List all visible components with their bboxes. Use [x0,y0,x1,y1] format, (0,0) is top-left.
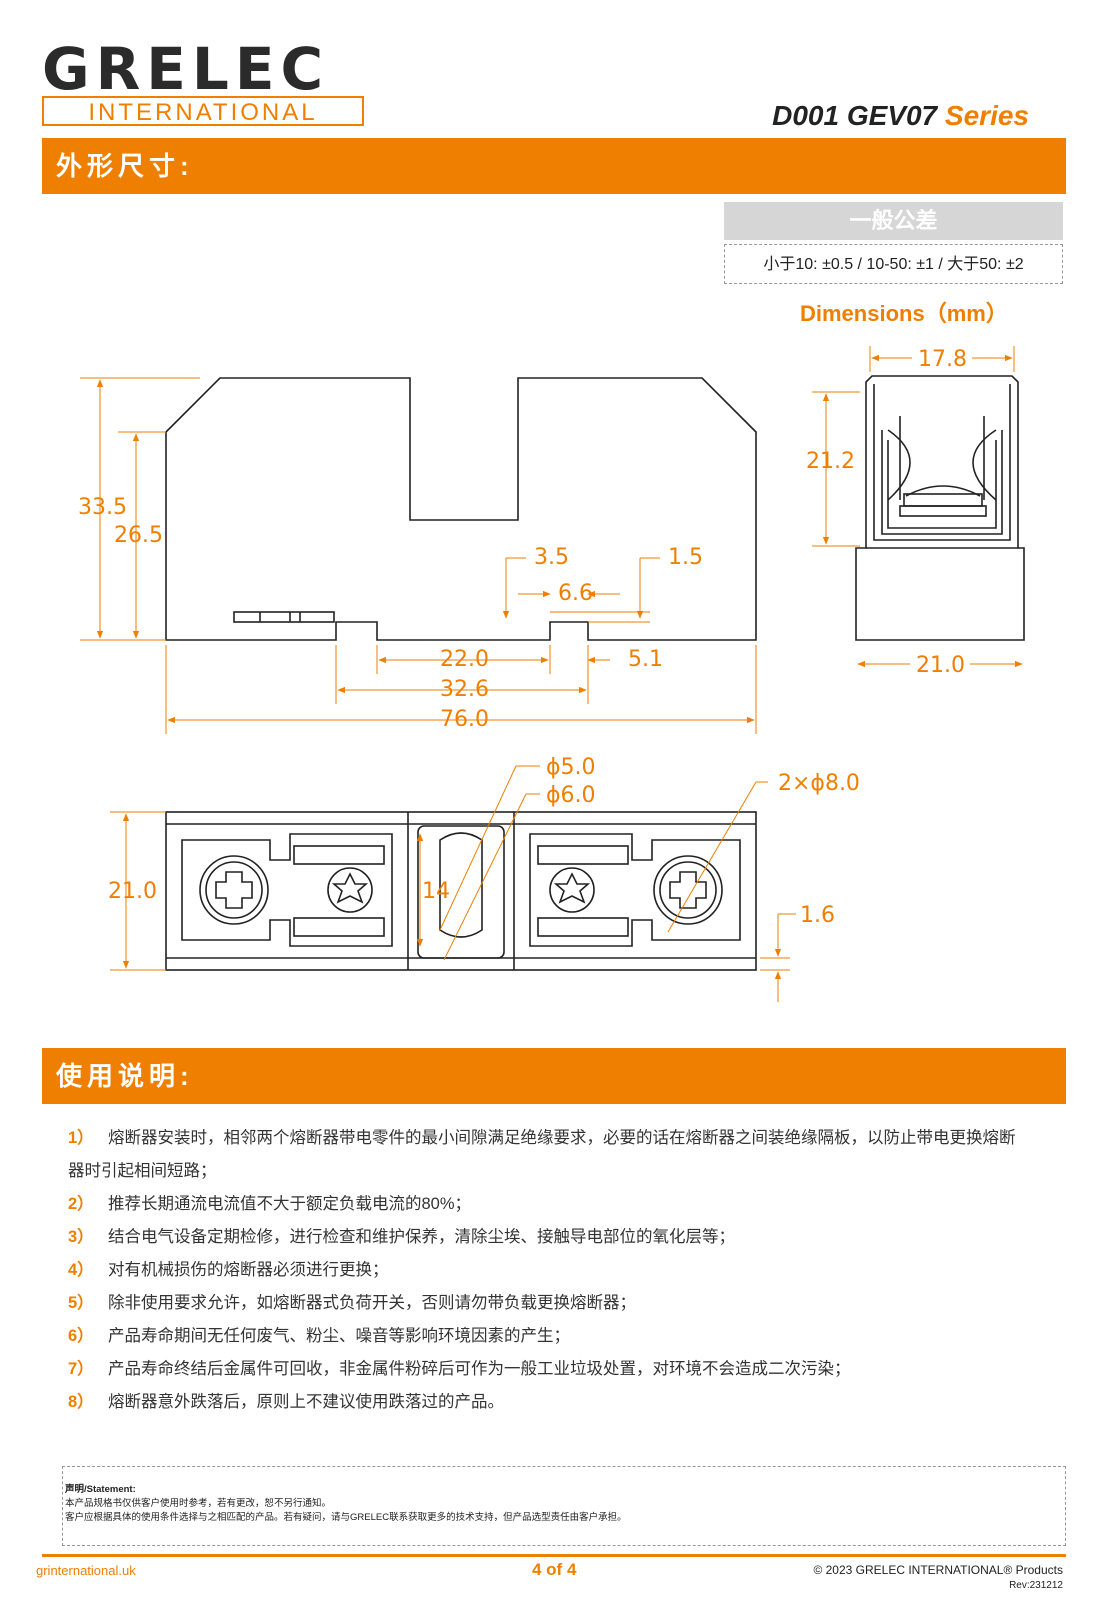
section-title-usage: 使用说明: [42,1048,1066,1104]
dim-22-0: 22.0 [440,647,489,672]
footer-copyright: © 2023 GRELEC INTERNATIONAL® Products [813,1563,1063,1577]
note-item: 6）产品寿命期间无任何废气、粉尘、噪音等影响环境因素的产生； [68,1327,570,1345]
dim-3-5: 3.5 [534,545,569,570]
dim-bottom-21-0: 21.0 [108,879,157,904]
note-item: 8）熔断器意外跌落后，原则上不建议使用跌落过的产品。 [68,1393,504,1411]
dim-5-1: 5.1 [628,647,663,672]
dim-phi-6: ϕ6.0 [546,783,596,808]
dim-side-21-0: 21.0 [916,653,965,678]
side-view [855,375,1025,641]
tolerance-heading: 一般公差 [724,202,1063,240]
note-item: 1）熔断器安装时，相邻两个熔断器带电零件的最小间隙满足绝缘要求，必要的话在熔断器… [68,1129,1016,1180]
dim-17-8: 17.8 [918,347,967,372]
bottom-dimension-lines [110,765,796,1002]
dim-1-5: 1.5 [668,545,703,570]
dimensions-title: Dimensions（mm） [800,301,1008,326]
dim-14: 14 [422,879,450,904]
logo-wordmark: GRELEC [42,35,330,103]
logo-subtitle: INTERNATIONAL [42,96,364,126]
dim-33-5: 33.5 [78,495,127,520]
bottom-view [165,811,757,971]
statement-title: 声明/Statement: [65,1484,136,1495]
dim-32-6: 32.6 [440,677,489,702]
statement-box: 声明/Statement: 本产品规格书仅供客户使用时参考，若有更改，恕不另行通… [62,1466,1066,1546]
page-number: 4 of 4 [532,1560,577,1579]
dim-phi-5: ϕ5.0 [546,755,596,780]
series-model: D001 GEV07 [772,100,938,131]
statement-line-2: 客户应根据具体的使用条件选择与之相匹配的产品。若有疑问，请与GRELEC联系获取… [65,1512,627,1523]
dim-6-6: 6.6 [558,581,593,606]
note-item: 3）结合电气设备定期检修，进行检查和维护保养，清除尘埃、接触导电部位的氧化层等； [68,1228,735,1246]
dim-21-2: 21.2 [806,449,855,474]
dim-26-5: 26.5 [114,523,163,548]
footer-divider [42,1554,1066,1557]
usage-notes: 1）熔断器安装时，相邻两个熔断器带电零件的最小间隙满足绝缘要求，必要的话在熔断器… [68,1122,1028,1419]
series-word: Series [944,100,1029,131]
note-item: 2）推荐长期通流电流值不大于额定负载电流的80%； [68,1195,472,1213]
revision-label: Rev:231212 [1009,1580,1063,1591]
statement-line-1: 本产品规格书仅供客户使用时参考，若有更改，恕不另行通知。 [65,1498,332,1509]
dim-2x-phi-8: 2×ϕ8.0 [778,771,860,796]
tolerance-value: 小于10: ±0.5 / 10-50: ±1 / 大于50: ±2 [724,244,1063,284]
footer-website-link[interactable]: grinternational.uk [36,1563,136,1578]
note-item: 5）除非使用要求允许，如熔断器式负荷开关，否则请勿带负载更换熔断器； [68,1294,636,1312]
front-view [165,377,757,641]
dim-1-6: 1.6 [800,903,835,928]
series-title: D001 GEV07 Series [772,100,1029,132]
note-item: 7）产品寿命终结后金属件可回收，非金属件粉碎后可作为一般工业垃圾处置，对环境不会… [68,1360,851,1378]
section-title-dimensions: 外形尺寸: [42,138,1066,194]
side-dimension-lines [812,346,1023,668]
dim-76-0: 76.0 [440,707,489,732]
technical-drawing: 33.5 26.5 3.5 1.5 6.6 22.0 5.1 32.6 76.0… [78,346,1025,1002]
note-item: 4）对有机械损伤的熔断器必须进行更换； [68,1261,389,1279]
front-dimension-lines [80,377,757,734]
